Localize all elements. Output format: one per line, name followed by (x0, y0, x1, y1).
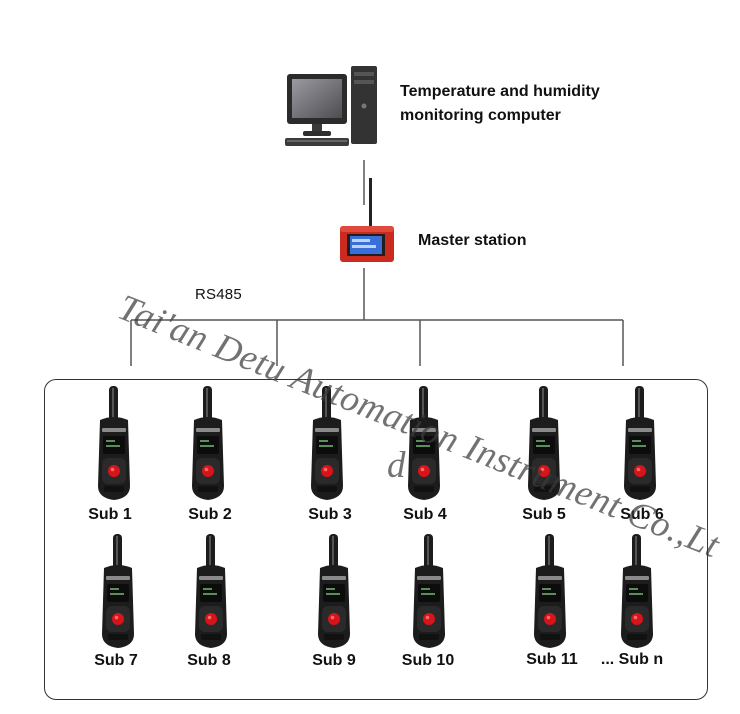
sensor-icon (98, 534, 138, 655)
sensor-label: Sub 7 (94, 652, 138, 669)
master-station-label: Master station (418, 232, 527, 249)
sensor-label: Sub 2 (188, 506, 232, 523)
sensor-icon (314, 534, 354, 655)
computer-label-line1: Temperature and humidity (400, 83, 600, 100)
sensor-label: Sub 1 (88, 506, 132, 523)
sensor-icon (530, 534, 570, 655)
sensor-group-frame (44, 379, 708, 700)
watermark-tail: d (387, 445, 406, 486)
sensor-label: Sub 6 (620, 506, 664, 523)
computer-label-line2: monitoring computer (400, 107, 561, 124)
sensor-label: Sub 8 (187, 652, 231, 669)
sensor-icon (409, 534, 449, 655)
sensor-label: Sub 10 (401, 652, 455, 669)
sensor-label: Sub 5 (522, 506, 566, 523)
sensor-label: Sub 4 (403, 506, 447, 523)
master-station-icon (338, 178, 396, 273)
desktop-computer-icon (285, 66, 380, 159)
sensor-label: Sub 9 (312, 652, 356, 669)
sensor-label: ... Sub n (600, 651, 664, 668)
sensor-icon (191, 534, 231, 655)
sensor-label: Sub 3 (308, 506, 352, 523)
sensor-icon (188, 386, 228, 507)
rs485-label: RS485 (195, 286, 242, 303)
sensor-icon (94, 386, 134, 507)
sensor-icon (617, 534, 657, 655)
computer-label: Temperature and humidity monitoring comp… (400, 80, 600, 128)
sensor-label: Sub 11 (526, 651, 578, 668)
